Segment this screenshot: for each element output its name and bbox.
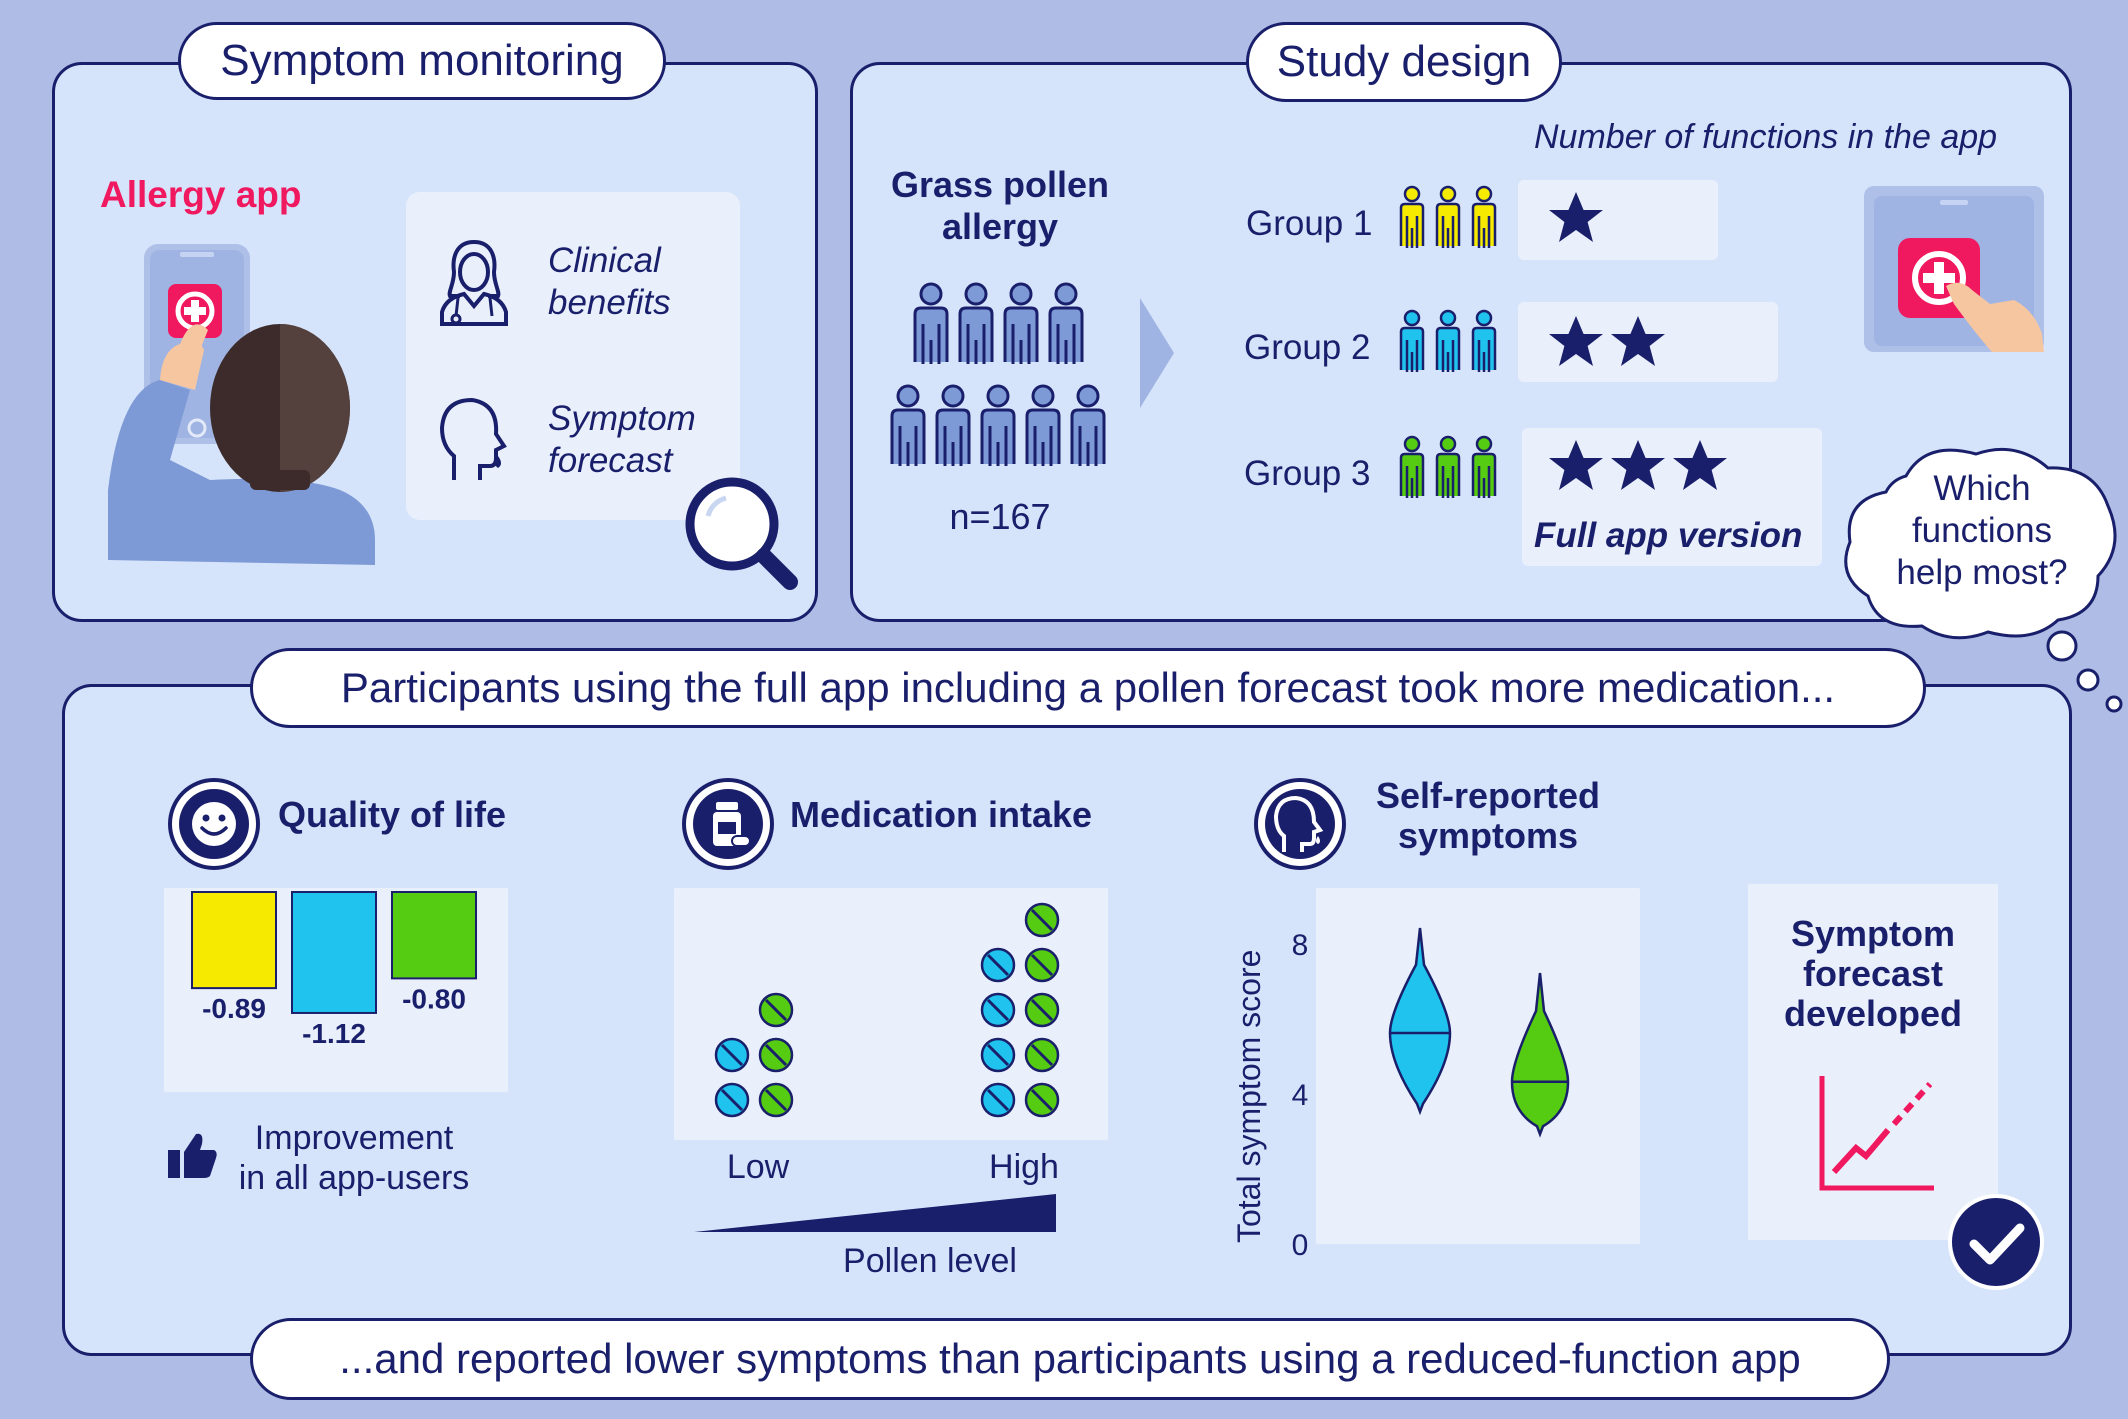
group-1-label: Group 1 — [1246, 204, 1373, 243]
app-tap-illustration — [1864, 186, 2044, 352]
headline-bottom: ...and reported lower symptoms than part… — [250, 1318, 1890, 1400]
pill-score-line — [764, 1043, 788, 1067]
person-with-phone-illustration — [108, 244, 375, 565]
violin-shape — [1510, 972, 1570, 1138]
medication-intake-title: Medication intake — [790, 794, 1093, 835]
symptoms-y-tick: 0 — [1292, 1229, 1309, 1262]
qol-bar — [391, 891, 477, 980]
head-profile-icon — [439, 397, 507, 480]
quality-note: Improvement in all app-users — [238, 1119, 470, 1197]
symptom-monitoring-heading: Symptom monitoring — [178, 22, 666, 100]
symptoms-y-tick: 8 — [1292, 929, 1309, 962]
condition-label: Grass pollen allergy — [890, 164, 1110, 247]
symptoms-title: Self-reported symptoms — [1375, 775, 1601, 856]
thought-bubble-text: Which functions help most? — [1896, 469, 2068, 592]
medication-bottle-icon — [682, 778, 774, 870]
arrow-right-icon — [1140, 298, 1174, 408]
low-label: Low — [726, 1148, 790, 1186]
head-symptom-icon — [1254, 778, 1346, 870]
pill-score-line — [720, 1088, 744, 1112]
thought-bubble — [1844, 447, 2123, 713]
pill-score-line — [764, 998, 788, 1022]
symptom-forecast-label: Symptom forecast — [548, 399, 696, 480]
pill-score-line — [1030, 998, 1054, 1022]
group-2-label: Group 2 — [1244, 328, 1371, 367]
medication-chart — [714, 902, 1060, 1118]
smiley-icon — [168, 778, 260, 870]
pill-score-line — [986, 998, 1010, 1022]
quality-of-life-chart: -0.89 -1.12 -0.80 — [191, 891, 477, 1049]
qol-value-label: -0.89 — [202, 993, 266, 1024]
symptoms-y-axis-label: Total symptom score — [1231, 950, 1267, 1243]
qol-bar — [191, 891, 277, 990]
forecast-text: Symptom forecast developed — [1783, 913, 1963, 1034]
violin-shape — [1388, 927, 1452, 1116]
sample-size: n=167 — [949, 496, 1051, 537]
checkmark-badge-icon — [1948, 1194, 2044, 1290]
qol-value-label: -1.12 — [302, 1018, 366, 1049]
quality-of-life-title: Quality of life — [278, 794, 507, 835]
qol-value-label: -0.80 — [402, 983, 466, 1014]
functions-header: Number of functions in the app — [1534, 118, 1998, 156]
pill-score-line — [764, 1088, 788, 1112]
pill-score-line — [1030, 908, 1054, 932]
high-label: High — [989, 1148, 1059, 1186]
pill-score-line — [1030, 953, 1054, 977]
magnifier-icon — [685, 477, 798, 590]
doctor-icon — [440, 240, 508, 326]
trend-chart-icon — [1819, 1076, 1934, 1191]
pollen-level-label: Pollen level — [843, 1242, 1017, 1280]
pill-score-line — [1030, 1088, 1054, 1112]
pill-score-line — [986, 953, 1010, 977]
group-3-label: Group 3 — [1244, 454, 1371, 493]
pill-score-line — [1030, 1043, 1054, 1067]
full-app-version-label: Full app version — [1534, 516, 1803, 555]
star-icons — [1549, 192, 1727, 490]
group-people-icons — [1399, 185, 1497, 500]
study-design-heading: Study design — [1246, 22, 1562, 102]
pill-score-line — [720, 1043, 744, 1067]
pill-score-line — [986, 1043, 1010, 1067]
clinical-benefits-label: Clinical benefits — [548, 241, 671, 322]
participants-icons — [890, 282, 1106, 468]
allergy-app-label: Allergy app — [100, 174, 302, 215]
thumbs-up-icon — [168, 1133, 217, 1178]
symptoms-chart: Total symptom score 0 4 8 — [1231, 927, 1570, 1262]
pill-score-line — [986, 1088, 1010, 1112]
headline-top: Participants using the full app includin… — [250, 648, 1926, 728]
qol-bar — [291, 891, 377, 1014]
symptoms-chart-card — [1316, 888, 1640, 1244]
group-1-star-row — [1518, 180, 1718, 260]
pollen-level-wedge — [694, 1194, 1056, 1232]
symptoms-y-tick: 4 — [1292, 1079, 1309, 1112]
forecast-card — [1748, 884, 1998, 1240]
